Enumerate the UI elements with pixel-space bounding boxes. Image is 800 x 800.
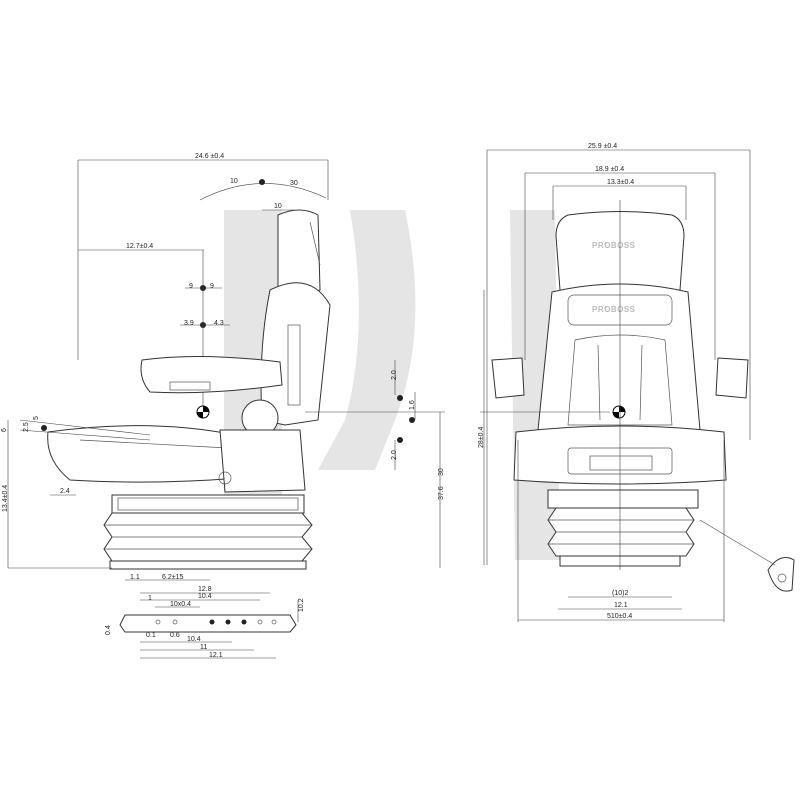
dim-armrest-b: 9	[210, 283, 214, 290]
dim-rail-r7: 0.6	[170, 632, 180, 639]
dim-cg-height: 28±0.4	[478, 427, 485, 448]
armrest-right-front	[715, 357, 749, 399]
side-view: 24.6 ±0.4 12.7±0.4 10 30 10 9 9 3.9 4.3	[1, 153, 445, 581]
dim-backrest-width: 13.3±0.4	[607, 179, 634, 186]
dim-base-inner: (10)2	[612, 590, 628, 597]
dim-rail-r8: 10.4	[187, 636, 201, 643]
slide-rail	[119, 614, 297, 633]
dim-overall-width: 25.9 ±0.4	[588, 143, 617, 150]
armrest-side	[140, 355, 283, 394]
dim-armrest-a: 9	[189, 283, 193, 290]
pivot-marker	[259, 179, 265, 185]
rail-detail: 12.8 10.4 1 10x0.4 0.4 0.1 0.6 10.4 11 1…	[105, 586, 305, 659]
dim-height-a: 2.0	[391, 370, 398, 380]
dim-base-total: 510±0.4	[607, 613, 632, 620]
dim-rail-r1: 12.8	[198, 586, 212, 593]
dim-rail-r11: 10.2	[298, 598, 305, 612]
armrest-left-front	[491, 357, 525, 399]
dim-height-c: 2.0	[391, 450, 398, 460]
dim-rail-r4: 1	[148, 595, 152, 602]
dim-total-height: 37.6	[438, 486, 445, 500]
dim-armrest-d: 4.3	[214, 320, 224, 327]
dim-rail-r6: 0.1	[146, 632, 156, 639]
dim-cg-offset: 12.7±0.4	[126, 243, 153, 250]
dim-cushion-gap: 2.4	[60, 488, 70, 495]
dim-rail-r3: 10x0.4	[170, 601, 191, 608]
dim-rail-r5: 0.4	[105, 625, 112, 635]
bellows-front	[547, 507, 695, 557]
dim-tilt-a: 6	[1, 428, 8, 432]
dim-tilt-b: 2.5	[23, 422, 30, 432]
dim-backrest-step: 10	[274, 203, 282, 210]
headrest-logo: PROBOSS	[592, 241, 636, 250]
backrest-front	[537, 283, 701, 431]
base-frame-front	[547, 489, 699, 509]
dim-base-mid: 12.1	[614, 602, 628, 609]
mechanism-housing	[219, 429, 306, 493]
dim-height-b: 1.6	[409, 400, 416, 410]
dim-rail-r2: 10.4	[198, 593, 212, 600]
dim-overall-length: 24.6 ±0.4	[195, 153, 224, 160]
bellows-side	[103, 512, 313, 562]
dim-slide-b: 6.2±15	[162, 574, 183, 581]
front-view: 25.9 ±0.4 18.9 ±0.4 13.3±0.4 PROBOSS PRO…	[478, 143, 795, 622]
dim-suspension-height: 30	[438, 468, 445, 476]
dim-recline-fwd: 10	[230, 178, 238, 185]
dim-tilt-c: 5	[33, 416, 40, 420]
dim-armrest-c: 3.9	[184, 320, 194, 327]
dim-base-height: 13.4±0.4	[2, 485, 9, 512]
dim-recline-back: 30	[290, 180, 298, 187]
dim-armrest-width: 18.9 ±0.4	[595, 166, 624, 173]
dim-rail-r9: 11	[200, 644, 207, 651]
dim-slide-a: 1.1	[130, 574, 140, 581]
backrest-logo: PROBOSS	[592, 305, 636, 314]
dim-rail-r10: 12.1	[209, 652, 223, 659]
cushion-side	[47, 425, 241, 483]
